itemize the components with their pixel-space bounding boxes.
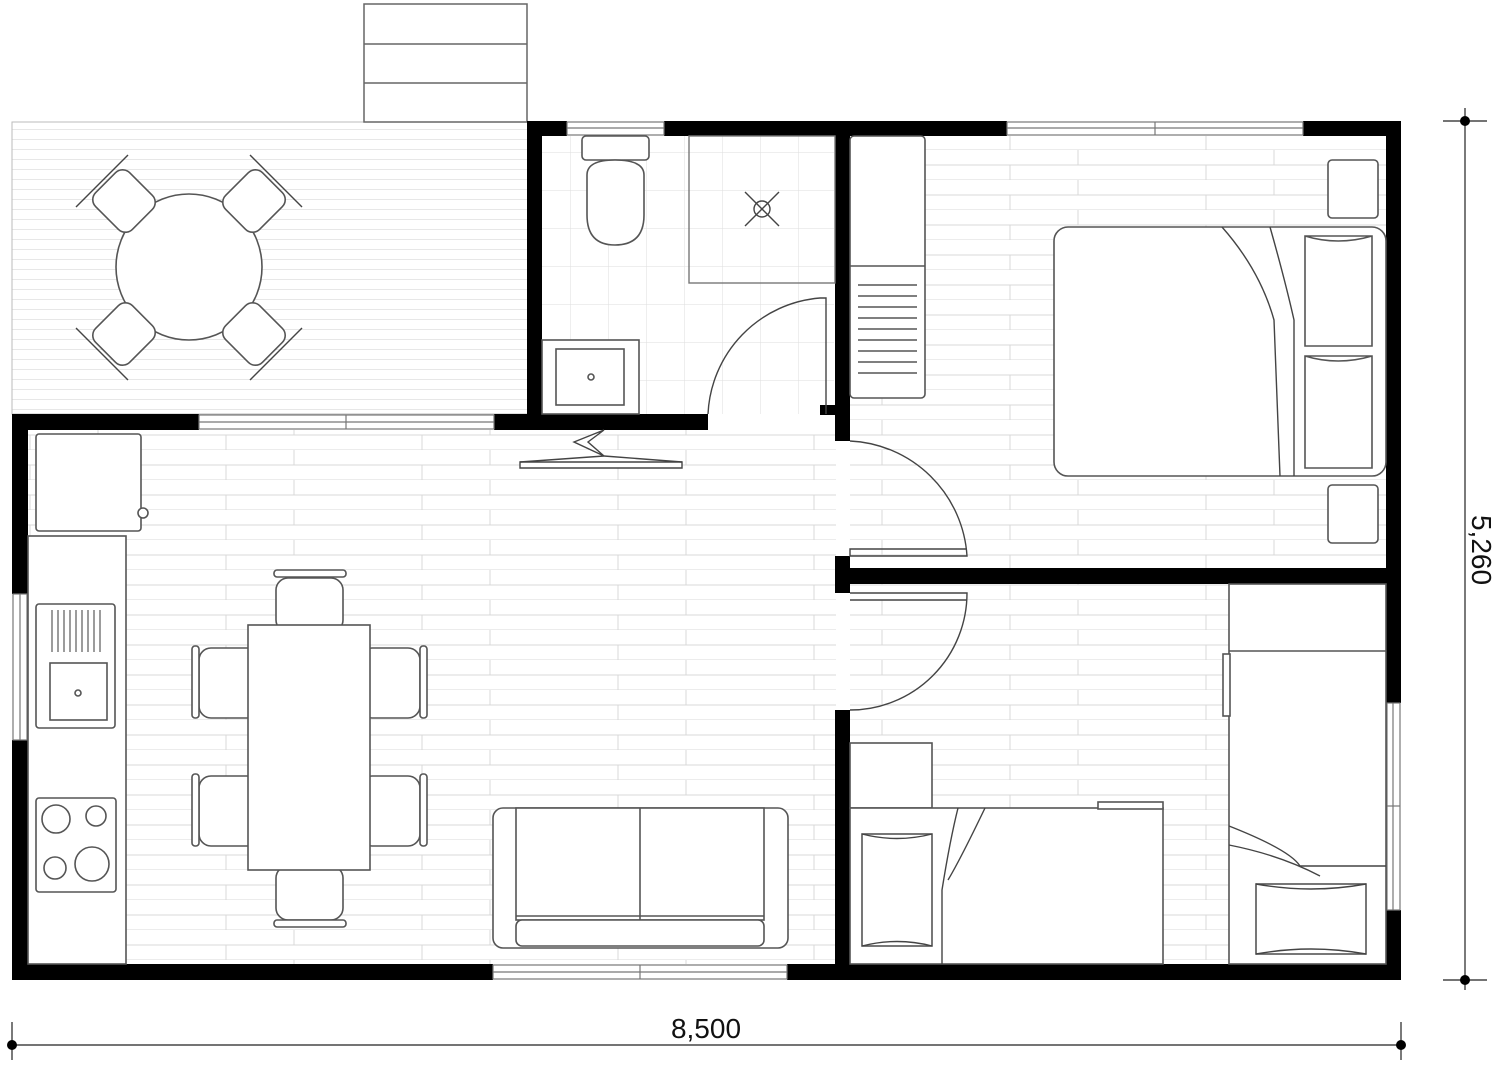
wardrobe: [849, 135, 926, 399]
width-label: 8,500: [671, 1013, 741, 1044]
shower-drain-icon: [744, 191, 780, 227]
walls: [12, 121, 1401, 980]
doors: [707, 297, 968, 711]
deck-dining-set: [75, 154, 303, 381]
height-dimension: 5,260: [1443, 108, 1497, 990]
deck-stairs: [363, 3, 528, 123]
bathroom-fixtures: [541, 135, 836, 415]
stove-icon: [35, 797, 117, 893]
tv: [519, 429, 683, 469]
deck-floor: [11, 121, 529, 415]
width-dimension: 8,500: [7, 1013, 1406, 1060]
nightstand-top: [1327, 159, 1379, 219]
kitchen: [27, 433, 149, 965]
kitchen-sink-icon: [35, 603, 116, 729]
bedroom-1-furniture: [849, 135, 1387, 544]
sink-icon: [541, 339, 640, 415]
double-bed: [1053, 226, 1387, 477]
toilet-icon: [581, 135, 650, 246]
bedroom-2-furniture: [849, 583, 1387, 965]
dining-set: [191, 569, 428, 928]
desk: [849, 742, 933, 809]
fridge: [35, 433, 142, 532]
height-label: 5,260: [1466, 515, 1497, 585]
windows: [12, 121, 1401, 980]
nightstand-bottom: [1327, 484, 1379, 544]
sofa: [492, 807, 789, 949]
